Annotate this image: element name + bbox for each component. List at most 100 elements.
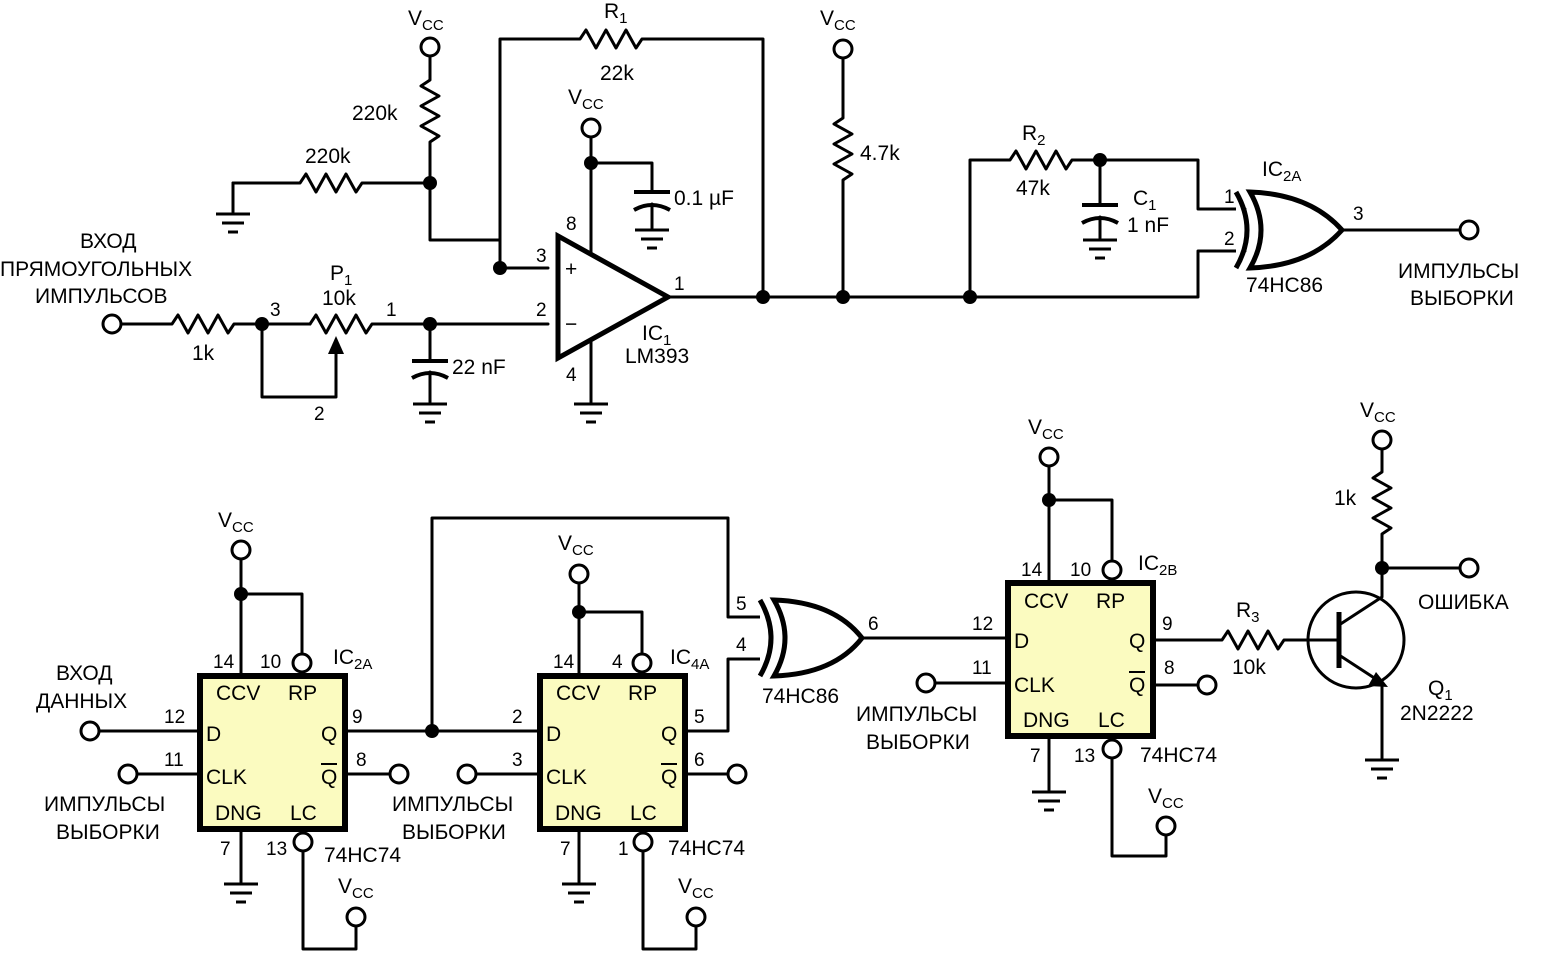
svg-text:CCV: CCV bbox=[216, 682, 260, 705]
xor-gate-ic2a bbox=[1245, 189, 1346, 271]
svg-text:10k: 10k bbox=[322, 287, 356, 310]
feedback-resistor-r1 bbox=[498, 28, 765, 298]
svg-text:1: 1 bbox=[386, 300, 397, 321]
svg-text:12: 12 bbox=[164, 707, 185, 728]
bias-resistor-220k-horizontal bbox=[231, 172, 432, 194]
svg-text:VCC: VCC bbox=[408, 7, 444, 34]
svg-text:VCC: VCC bbox=[1148, 785, 1184, 812]
svg-text:14: 14 bbox=[213, 652, 235, 673]
svg-text:3: 3 bbox=[536, 246, 547, 267]
svg-text:14: 14 bbox=[553, 652, 575, 673]
svg-text:IC2A: IC2A bbox=[1262, 158, 1301, 185]
svg-text:5: 5 bbox=[694, 707, 705, 728]
svg-text:ВЫБОРКИ: ВЫБОРКИ bbox=[56, 821, 160, 844]
svg-text:9: 9 bbox=[1162, 614, 1173, 635]
svg-text:R1: R1 bbox=[604, 0, 628, 27]
ground-symbol bbox=[214, 212, 252, 234]
svg-text:−: − bbox=[565, 313, 577, 336]
svg-text:74HC74: 74HC74 bbox=[324, 844, 401, 867]
svg-text:VCC: VCC bbox=[568, 86, 604, 113]
r-vcc-value: 220k bbox=[352, 102, 398, 125]
svg-text:7: 7 bbox=[1030, 746, 1041, 767]
svg-text:P1: P1 bbox=[330, 262, 352, 289]
svg-text:8: 8 bbox=[566, 214, 577, 235]
svg-text:7: 7 bbox=[220, 839, 231, 860]
svg-text:1k: 1k bbox=[192, 342, 215, 365]
svg-text:3: 3 bbox=[512, 750, 523, 771]
svg-text:10: 10 bbox=[260, 652, 281, 673]
comparator-section: VCC 220k 220k R1 22k ВХОД ПРЯМОУГОЛЬНЫХ … bbox=[0, 0, 1519, 425]
sample-pulse-output-terminal[interactable] bbox=[1458, 219, 1480, 241]
ff3-clock-terminal[interactable] bbox=[915, 672, 937, 694]
vcc-terminal bbox=[419, 36, 441, 58]
svg-text:1: 1 bbox=[618, 839, 629, 860]
svg-text:11: 11 bbox=[164, 750, 184, 771]
svg-text:Q: Q bbox=[661, 766, 677, 789]
svg-text:3: 3 bbox=[270, 300, 281, 321]
svg-text:22k: 22k bbox=[600, 62, 634, 85]
svg-text:RP: RP bbox=[628, 682, 657, 705]
svg-text:4: 4 bbox=[612, 652, 623, 673]
svg-text:DNG: DNG bbox=[555, 802, 602, 825]
svg-text:ИМПУЛЬСЫ: ИМПУЛЬСЫ bbox=[44, 793, 165, 816]
ff2-clock-terminal[interactable] bbox=[456, 763, 478, 785]
flipflop-section: CCV RP D CLK Q Q DNG LC VCC 14 10 IC2A В… bbox=[36, 399, 1509, 951]
svg-text:VCC: VCC bbox=[338, 875, 374, 902]
svg-text:VCC: VCC bbox=[820, 7, 856, 34]
flipflop-ic2a bbox=[197, 673, 348, 832]
svg-text:4: 4 bbox=[566, 365, 577, 386]
svg-text:ПРЯМОУГОЛЬНЫХ: ПРЯМОУГОЛЬНЫХ bbox=[0, 258, 192, 281]
svg-text:IC2B: IC2B bbox=[1138, 552, 1177, 579]
svg-text:ОШИБКА: ОШИБКА bbox=[1418, 591, 1509, 614]
svg-text:8: 8 bbox=[356, 750, 367, 771]
svg-text:DNG: DNG bbox=[215, 802, 262, 825]
svg-text:7: 7 bbox=[560, 839, 571, 860]
svg-text:1: 1 bbox=[1224, 187, 1235, 208]
comparator-ic1 bbox=[555, 231, 674, 363]
svg-text:2: 2 bbox=[1224, 229, 1235, 250]
svg-text:14: 14 bbox=[1021, 560, 1043, 581]
svg-text:ВХОД: ВХОД bbox=[56, 662, 113, 685]
r-gnd-value: 220k bbox=[305, 145, 351, 168]
transistor-q1 bbox=[1306, 590, 1406, 690]
svg-text:D: D bbox=[546, 723, 561, 746]
svg-text:LC: LC bbox=[290, 802, 317, 825]
svg-text:13: 13 bbox=[1074, 746, 1095, 767]
square-wave-input-terminal[interactable] bbox=[101, 313, 123, 335]
svg-text:ВЫБОРКИ: ВЫБОРКИ bbox=[866, 731, 970, 754]
svg-text:ДАННЫХ: ДАННЫХ bbox=[36, 690, 127, 713]
svg-text:LC: LC bbox=[1098, 709, 1125, 732]
svg-text:74HC74: 74HC74 bbox=[1140, 744, 1217, 767]
svg-text:CCV: CCV bbox=[1024, 590, 1068, 613]
data-input-terminal[interactable] bbox=[79, 720, 101, 742]
svg-text:6: 6 bbox=[694, 750, 705, 771]
svg-text:VCC: VCC bbox=[218, 509, 254, 536]
svg-text:10k: 10k bbox=[1232, 656, 1266, 679]
svg-text:R3: R3 bbox=[1236, 599, 1260, 626]
svg-text:CLK: CLK bbox=[206, 766, 247, 789]
svg-text:D: D bbox=[206, 723, 221, 746]
svg-text:Q1: Q1 bbox=[1428, 677, 1453, 704]
svg-text:11: 11 bbox=[972, 658, 992, 679]
svg-text:47k: 47k bbox=[1016, 177, 1050, 200]
svg-text:2N2222: 2N2222 bbox=[1400, 702, 1474, 725]
svg-text:9: 9 bbox=[352, 707, 363, 728]
svg-text:R2: R2 bbox=[1022, 122, 1046, 149]
svg-text:IC2A: IC2A bbox=[333, 646, 372, 673]
svg-text:1: 1 bbox=[674, 274, 685, 295]
svg-text:22 nF: 22 nF bbox=[452, 356, 506, 379]
svg-text:6: 6 bbox=[868, 614, 879, 635]
bias-resistor-220k-vertical bbox=[419, 54, 550, 270]
svg-text:ИМПУЛЬСЫ: ИМПУЛЬСЫ bbox=[392, 793, 513, 816]
svg-text:2: 2 bbox=[536, 300, 547, 321]
svg-text:2: 2 bbox=[314, 404, 325, 425]
wiper-arrow-icon bbox=[328, 336, 344, 354]
svg-text:VCC: VCC bbox=[558, 532, 594, 559]
svg-text:Q: Q bbox=[1129, 630, 1145, 653]
svg-text:Q: Q bbox=[661, 723, 677, 746]
svg-text:74HC86: 74HC86 bbox=[762, 685, 839, 708]
error-output-terminal[interactable] bbox=[1458, 557, 1480, 579]
ff1-clock-terminal[interactable] bbox=[117, 763, 139, 785]
svg-text:Q: Q bbox=[321, 766, 337, 789]
